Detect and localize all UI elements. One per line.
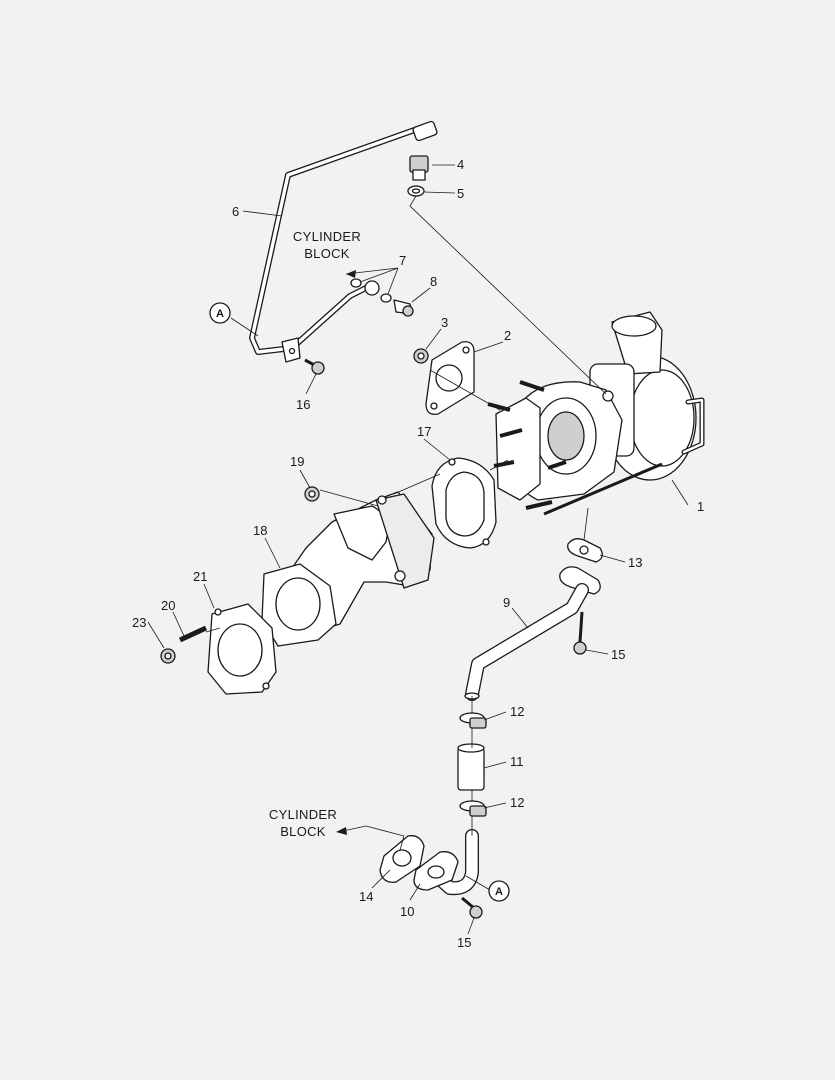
hose-clamp-lower [459, 800, 487, 817]
callout-9: 9 [503, 595, 510, 610]
callout-11: 11 [510, 754, 524, 769]
callout-15-upper: 15 [611, 647, 625, 662]
nut-23 [160, 648, 176, 664]
callout-8: 8 [430, 274, 437, 289]
callout-3: 3 [441, 315, 448, 330]
note-cylinder-block-bottom-line1: CYLINDER [269, 807, 337, 822]
oil-return-pipe-lower [413, 829, 479, 896]
assembly-lines [205, 195, 607, 836]
gasket-21 [207, 603, 277, 695]
bolt-15-lower [461, 896, 483, 919]
leader-lines [147, 164, 689, 935]
exhaust-elbow [261, 491, 435, 647]
callout-13: 13 [628, 555, 642, 570]
connector-a-bottom: A [488, 880, 510, 902]
gasket-13 [567, 538, 603, 563]
callout-10: 10 [400, 904, 414, 919]
gasket-17 [431, 457, 497, 549]
connector-a-top: A [209, 302, 231, 324]
callout-21: 21 [193, 569, 207, 584]
oil-feed-pipe [249, 120, 438, 363]
turbocharger [487, 311, 705, 516]
gasket-pair [350, 278, 392, 303]
callout-16: 16 [296, 397, 310, 412]
gasket-2 [425, 341, 475, 415]
callout-20: 20 [161, 598, 175, 613]
callout-4: 4 [457, 157, 464, 172]
callout-15-lower: 15 [457, 935, 471, 950]
note-cylinder-block-bottom-line2: BLOCK [280, 824, 326, 839]
nut-19 [304, 486, 320, 502]
callout-6: 6 [232, 204, 239, 219]
callout-23: 23 [132, 615, 146, 630]
stud-20 [178, 625, 208, 643]
callout-12-upper: 12 [510, 704, 524, 719]
rubber-hose [457, 743, 485, 791]
callout-5: 5 [457, 186, 464, 201]
callout-14: 14 [359, 889, 373, 904]
callout-1: 1 [697, 499, 704, 514]
connector-a-bottom-label: A [495, 886, 503, 898]
callout-18: 18 [253, 523, 267, 538]
callout-19: 19 [290, 454, 304, 469]
nut-3 [413, 348, 429, 364]
union-bolt [409, 155, 429, 181]
note-cylinder-block-top-line1: CYLINDER [293, 229, 361, 244]
callout-7: 7 [399, 253, 406, 268]
arrow-head-top [346, 270, 356, 278]
hose-clamp-upper [459, 712, 487, 729]
arrow-head-bottom [336, 827, 347, 835]
bolt-15-upper [573, 611, 587, 655]
union-bolt-8 [393, 299, 414, 317]
callout-12-lower: 12 [510, 795, 524, 810]
callout-17: 17 [417, 424, 431, 439]
bolt-16 [304, 358, 325, 375]
note-cylinder-block-top-line2: BLOCK [304, 246, 350, 261]
gasket-14 [379, 835, 425, 883]
gasket-ring [407, 185, 425, 197]
callout-2: 2 [504, 328, 511, 343]
connector-a-top-label: A [216, 308, 224, 320]
